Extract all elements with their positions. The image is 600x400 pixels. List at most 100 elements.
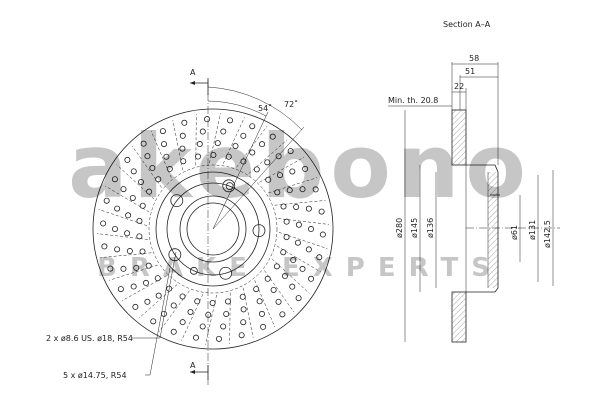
drilled-hole (129, 194, 136, 201)
drilled-hole (253, 166, 260, 173)
front-view: A A 54˚ 72˚ 2 x ø8.6 US. ø18, R54 5 x ø1… (46, 68, 334, 385)
drilled-hole (136, 233, 143, 240)
drilled-hole (302, 165, 309, 172)
cooling-vane (172, 120, 184, 171)
drilled-hole (114, 205, 121, 212)
cooling-vane (229, 292, 231, 344)
angle-arc-54 (207, 100, 267, 117)
drilled-hole (239, 293, 246, 300)
drilled-hole (275, 298, 282, 305)
cooling-vane (131, 145, 162, 188)
dim-58: 58 (469, 54, 479, 63)
drilled-hole (194, 153, 201, 160)
drilled-hole (210, 152, 217, 159)
cooling-vane (205, 294, 217, 345)
drilled-hole (181, 119, 188, 126)
drilled-hole (240, 306, 247, 313)
drilled-hole (163, 153, 170, 160)
drilled-hole (166, 285, 173, 292)
drilled-hole (150, 318, 157, 325)
drilled-hole (170, 328, 177, 335)
wheel-bolt-hole (168, 248, 182, 262)
drilled-hole (225, 153, 232, 160)
friction-ring-inner-edge (148, 164, 278, 294)
cooling-vane (105, 185, 150, 213)
drilled-hole (199, 323, 206, 330)
dim-61: ø61 (510, 225, 519, 240)
drilled-hole (270, 286, 277, 293)
dim-145: ø145 (410, 218, 419, 238)
drilled-hole (117, 286, 124, 293)
cooling-vane (100, 252, 152, 258)
wheel-bolt-hole (222, 179, 236, 193)
cooling-vanes (97, 113, 329, 345)
drilled-hole (299, 265, 306, 272)
drilled-hole (279, 311, 286, 318)
drilled-hole (280, 249, 287, 256)
drilled-hole (155, 292, 162, 299)
drilled-hole (240, 132, 247, 139)
min-thickness: Min. th. 20.8 (388, 96, 438, 105)
locating-hole (189, 266, 198, 275)
drilled-hole (295, 221, 302, 228)
drilled-hole (227, 117, 234, 124)
drilled-hole (274, 189, 281, 196)
hat-outer-edge (155, 171, 271, 287)
drilled-hole (133, 264, 140, 271)
drilled-hole (154, 275, 161, 282)
drilled-hole (170, 302, 177, 309)
drilled-hole (120, 186, 127, 193)
drilled-hole (130, 168, 137, 175)
drilled-hole (103, 197, 110, 204)
drilled-hole (305, 205, 312, 212)
drilled-hole (295, 295, 302, 302)
section-title: Section A–A (443, 20, 491, 29)
drilled-hole (294, 239, 301, 246)
drilled-hole (249, 123, 256, 130)
drilled-hole (281, 273, 288, 280)
drilled-hole (319, 231, 326, 238)
drilled-hole (316, 254, 323, 261)
center-bore-outer (179, 195, 247, 263)
drilled-hole (143, 279, 150, 286)
drilled-hole (124, 156, 131, 163)
cooling-vane (98, 209, 148, 226)
drilled-hole (273, 263, 280, 270)
drilled-hole (283, 234, 290, 241)
drilled-hole (107, 265, 114, 272)
drilled-hole (130, 283, 137, 290)
drilled-hole (215, 335, 222, 342)
cooling-vane (121, 275, 167, 302)
drilled-hole (140, 140, 147, 147)
drilled-hole (179, 132, 186, 139)
drilled-hole (120, 265, 127, 272)
drilled-hole (223, 310, 230, 317)
dim-22: 22 (454, 82, 464, 91)
drilled-hole (179, 293, 186, 300)
drilled-hole (192, 334, 199, 341)
drilled-hole (293, 203, 300, 210)
drilled-hole (260, 323, 267, 330)
drilled-hole (299, 186, 306, 193)
drilled-hole (204, 116, 211, 123)
drilled-hole (126, 248, 133, 255)
drilled-hole (144, 153, 151, 160)
cooling-vane (195, 114, 197, 166)
dim-131: ø131 (528, 220, 537, 240)
cooling-vane (242, 287, 254, 338)
watermark: akebono BRAKE EXPERTS (68, 115, 526, 283)
drilled-hole (214, 140, 221, 147)
disc-outer-edge (92, 108, 334, 350)
angle-label-54: 54˚ (258, 103, 272, 113)
drilled-hole (253, 286, 260, 293)
wheel-bolt-hole (252, 224, 266, 238)
drilled-hole (100, 220, 107, 227)
cooling-vane (209, 113, 221, 164)
drilled-hole (199, 128, 206, 135)
drilled-hole (220, 323, 227, 330)
drilled-hole (196, 141, 203, 148)
drilled-hole (225, 298, 232, 305)
drilled-hole (264, 159, 271, 166)
drilled-hole (307, 226, 314, 233)
